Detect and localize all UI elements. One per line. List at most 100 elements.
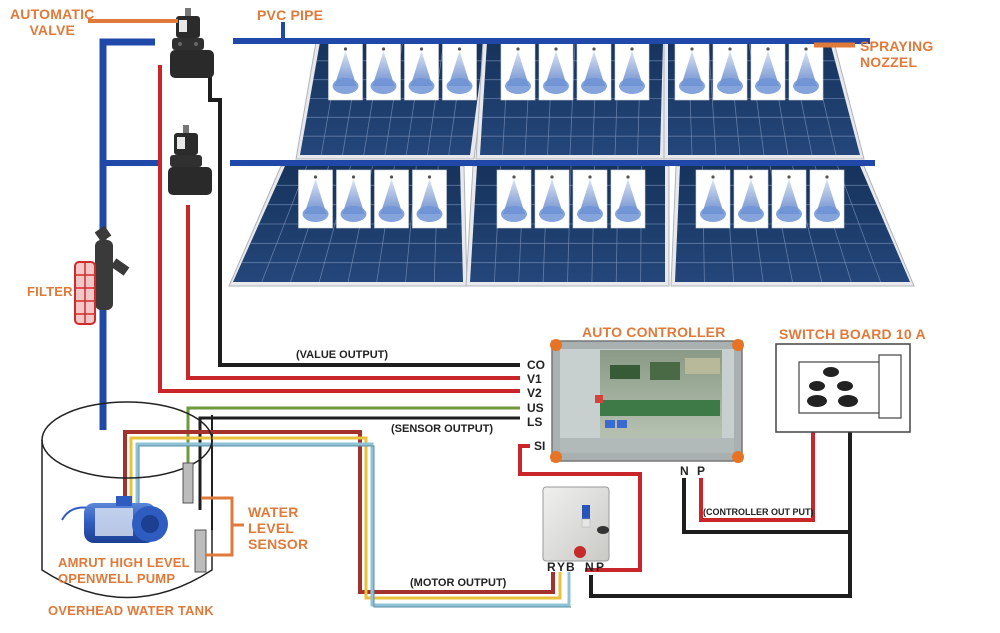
spray-nozzle-head [457, 47, 462, 51]
tank-label: OVERHEAD WATER TANK [48, 603, 214, 618]
spray-droplets [446, 78, 473, 94]
sensor-output-wires [186, 406, 642, 572]
label-pointers [88, 19, 855, 48]
spray-droplets [416, 206, 443, 222]
spray-droplets [700, 206, 726, 222]
spray-nozzle-head [728, 47, 732, 51]
controller-output-label: (CONTROLLER OUT PUT) [703, 507, 814, 517]
wire-us [186, 406, 520, 470]
wire-v2 [158, 65, 520, 393]
terminal-v1: V1 [527, 372, 542, 386]
spraying-nozzel-label-line1: SPRAYING [860, 38, 934, 54]
wire-si [518, 444, 642, 572]
spray-droplets [619, 78, 645, 94]
spray-nozzle-head [554, 47, 558, 51]
wire-v1 [186, 205, 520, 380]
automatic-valve-label-line2: VALVE [29, 22, 76, 38]
spray-cone [503, 179, 525, 214]
spray-droplets [332, 78, 359, 94]
wire-motor-r [123, 430, 555, 594]
spray-cone [621, 51, 643, 86]
spray-droplets [577, 206, 603, 222]
motor-output-wires [123, 430, 571, 608]
automatic-valve-label: AUTOMATIC VALVE [10, 6, 95, 38]
spray-cone [757, 51, 779, 86]
pvc-pipe-main-vertical [99, 38, 155, 430]
spray-droplets [717, 78, 743, 94]
spray-cone [334, 51, 357, 86]
spray-nozzle-head [825, 175, 829, 179]
spray-nozzle-head [550, 175, 554, 179]
motor-starter-box[interactable] [542, 486, 610, 562]
terminal-si: SI [534, 439, 546, 453]
sensor-output-label: (SENSOR OUTPUT) [391, 423, 494, 435]
spray-nozzle-head [419, 47, 424, 51]
spray-nozzle-head [592, 47, 596, 51]
spray-nozzle-head [690, 47, 694, 51]
spray-cone [304, 179, 327, 214]
spray-nozzle-head [787, 175, 791, 179]
spray-cone [740, 179, 762, 214]
value-output-label: (VALUE OUTPUT) [296, 349, 389, 361]
spray-nozzle-head [427, 175, 432, 179]
spray-cone [545, 51, 567, 86]
water-level-sensor-label-line3: SENSOR [248, 536, 309, 552]
spray-cone [372, 51, 395, 86]
spray-droplets [793, 78, 819, 94]
wire-motor-y [129, 436, 562, 600]
wire-controller-p [699, 407, 815, 522]
spray-droplets [539, 206, 565, 222]
wire-starter-n [589, 407, 852, 598]
pvc-pipe-label: PVC PIPE [257, 7, 324, 23]
spray-nozzle-head [512, 175, 516, 179]
auto-controller-box[interactable] [550, 339, 744, 463]
lower-level-sensor [194, 529, 207, 573]
water-level-sensor-label: WATER LEVEL SENSOR [248, 504, 308, 552]
wire-ls [198, 416, 520, 510]
automatic-valve-bottom [168, 125, 212, 195]
spray-droplets [615, 206, 641, 222]
starter-terminal-n: N [585, 560, 594, 574]
switch[interactable] [878, 354, 902, 419]
spray-droplets [679, 78, 705, 94]
spray-cone [410, 51, 433, 86]
switch-board[interactable] [775, 343, 911, 433]
wire-motor-b-outline [138, 445, 571, 608]
filter [74, 225, 130, 325]
switch-board-label: SWITCH BOARD 10 A [779, 326, 926, 342]
starter-terminal-y: Y [557, 560, 566, 574]
spray-droplets [738, 206, 764, 222]
water-level-sensors [182, 462, 244, 573]
spray-droplets [505, 78, 531, 94]
starter-terminal-r: R [547, 560, 556, 574]
spray-cone [541, 179, 563, 214]
spray-cone [681, 51, 703, 86]
spray-nozzle-head [626, 175, 630, 179]
spray-cone [380, 179, 403, 214]
spray-nozzle-head [313, 175, 318, 179]
spray-cone [719, 51, 741, 86]
overhead-water-tank [41, 401, 213, 599]
spray-nozzle-head [766, 47, 770, 51]
spraying-nozzel-label: SPRAYING NOZZEL [860, 38, 933, 70]
solar-panel-array [228, 41, 915, 287]
solar-panel-grid-line [837, 165, 881, 283]
spray-nozzle-head [389, 175, 394, 179]
pump-label: AMRUT HIGH LEVEL OPENWELL PUMP [58, 555, 190, 587]
solar-panel-grid-line [708, 41, 717, 156]
spray-cone [816, 179, 838, 214]
spray-droplets [776, 206, 802, 222]
terminal-ls: LS [527, 415, 543, 429]
spray-cone [795, 51, 817, 86]
terminal-us: US [527, 401, 544, 415]
spray-droplets [501, 206, 527, 222]
starter-terminal-b: B [566, 560, 575, 574]
spray-droplets [581, 78, 607, 94]
pump-label-line1: AMRUT HIGH LEVEL [58, 555, 190, 570]
wire-controller-n [682, 478, 850, 534]
auto-controller-label: AUTO CONTROLLER [582, 324, 726, 340]
power-wires [589, 407, 852, 598]
spray-droplets [408, 78, 435, 94]
